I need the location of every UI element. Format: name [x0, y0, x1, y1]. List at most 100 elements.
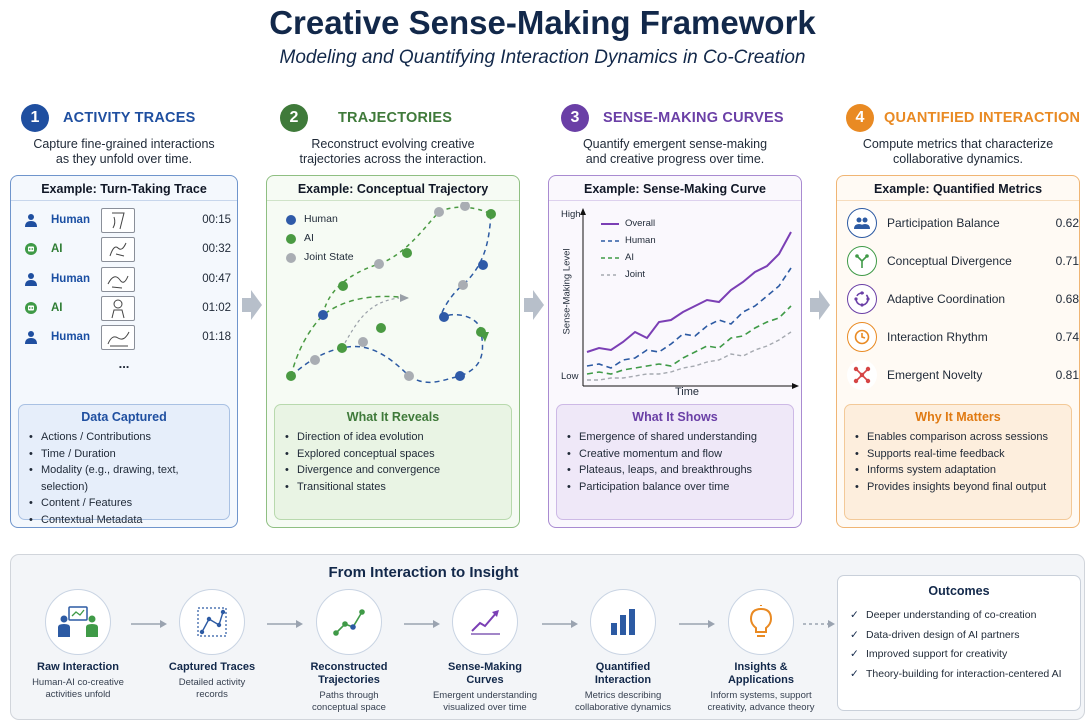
trajectory-nodes — [286, 202, 496, 381]
what-it-shows-list: Emergence of shared understanding Creati… — [567, 429, 783, 495]
flow-step-insights: Insights &Applications Inform systems, s… — [701, 589, 821, 714]
step-4-desc-line: Compute metrics that characterize — [862, 137, 1054, 151]
metric-row: Emergent Novelty 0.81 — [847, 360, 1079, 390]
trajectory-path-main — [290, 213, 492, 384]
panel-1-divider — [11, 200, 237, 201]
arrow-right-icon — [679, 620, 715, 628]
person-icon — [23, 213, 39, 227]
what-it-reveals-list: Direction of idea evolution Explored con… — [285, 429, 501, 495]
arrow-right-icon — [267, 620, 303, 628]
step-2-name: TRAJECTORIES — [338, 110, 453, 126]
step-3-description: Quantify emergent sense-making and creat… — [548, 137, 802, 167]
people-icon — [847, 208, 877, 238]
clock-icon — [847, 322, 877, 352]
metric-row: Adaptive Coordination 0.68 — [847, 284, 1079, 314]
y-axis-high-label: High — [561, 209, 581, 220]
y-axis-label: Sense-Making Level — [561, 248, 573, 335]
y-axis-arrow — [580, 208, 586, 215]
insight-flow-title: From Interaction to Insight — [328, 564, 519, 581]
panel-2-divider — [267, 200, 519, 201]
series-overall — [586, 231, 792, 353]
list-item: Direction of idea evolution — [285, 429, 501, 446]
legend-label-human: Human — [304, 213, 338, 225]
sense-making-curve-chart — [580, 208, 799, 389]
list-item: Supports real-time feedback — [855, 446, 1061, 463]
flow-desc-line: visualized over time — [443, 702, 527, 713]
step-2-desc-line: Reconstruct evolving creative — [311, 137, 475, 151]
person-icon — [23, 272, 39, 286]
series-joint — [587, 331, 792, 381]
metric-value: 0.71 — [1055, 254, 1079, 268]
panel-4-title: Example: Quantified Metrics — [873, 182, 1043, 196]
trace-row: Human 01:18 — [23, 324, 231, 350]
step-3-name: SENSE-MAKING CURVES — [603, 110, 784, 126]
trace-row: AI 01:02 — [23, 295, 231, 321]
legend-label-ai: AI — [304, 232, 314, 244]
legend-label-ai: AI — [625, 252, 634, 263]
step-4-number: 4 — [846, 104, 874, 132]
list-item: Enables comparison across sessions — [855, 429, 1061, 446]
outcome-item: Data-driven design of AI partners — [850, 626, 1068, 646]
trace-actor: Human — [51, 273, 90, 285]
trend-icon — [452, 589, 518, 655]
panel-trajectories: Example: Conceptual Trajectory — [266, 175, 520, 528]
step-3-desc-line: Quantify emergent sense-making — [582, 137, 768, 151]
flow-desc-line: Paths through — [319, 690, 379, 701]
sketch-thumbnail — [101, 324, 135, 350]
legend-joint-marker — [286, 253, 296, 263]
metric-value: 0.68 — [1055, 292, 1079, 306]
flow-name-line: Insights & — [734, 661, 788, 673]
y-axis-low-label: Low — [561, 371, 579, 382]
step-4-header: 4 QUANTIFIED INTERACTION — [846, 104, 1080, 132]
sketch-thumbnail — [101, 295, 135, 321]
flow-name-line: Sense-Making — [448, 661, 522, 673]
flow-desc-line: creativity, advance theory — [707, 702, 815, 713]
sketch-thumbnail — [101, 236, 135, 262]
trajectory-legend — [286, 215, 296, 263]
x-axis-arrow — [792, 383, 799, 389]
step-4-name: QUANTIFIED INTERACTION — [884, 110, 1081, 126]
flow-name-line: Reconstructed — [310, 661, 388, 673]
flow-step-name: Insights &Applications — [701, 661, 821, 687]
flow-arrow-icon — [242, 290, 262, 320]
metric-value: 0.74 — [1055, 330, 1079, 344]
flow-arrow-icon — [524, 290, 544, 320]
flow-name-line: Curves — [466, 674, 504, 686]
data-captured-box: Data Captured Actions / Contributions Ti… — [18, 404, 230, 528]
sketch-thumbnail — [101, 207, 135, 233]
flow-desc-line: conceptual space — [312, 702, 386, 713]
trace-time: 00:32 — [202, 243, 231, 255]
inner-title: Why It Matters — [915, 410, 1001, 424]
outcomes-box: Outcomes Deeper understanding of co-crea… — [837, 575, 1081, 711]
step-3-desc-line: and creative progress over time. — [585, 152, 765, 166]
step-4-desc-line: collaborative dynamics. — [893, 152, 1023, 166]
panel-activity-traces: Example: Turn-Taking Trace Human 00:15 A… — [10, 175, 238, 528]
why-it-matters-list: Enables comparison across sessions Suppo… — [855, 429, 1061, 495]
flow-arrow-icon — [810, 290, 830, 320]
step-2-header: 2 TRAJECTORIES — [280, 104, 452, 132]
flow-name-line: Applications — [727, 674, 794, 686]
trace-actor: AI — [51, 243, 63, 255]
metric-row: Participation Balance 0.62 — [847, 208, 1079, 238]
list-item: Informs system adaptation — [855, 462, 1061, 479]
trace-time: 00:47 — [202, 273, 231, 285]
arrow-right-icon — [803, 620, 835, 628]
list-item: Explored conceptual spaces — [285, 446, 501, 463]
panel-sense-making-curves: Example: Sense-Making Curve High Low Sen… — [548, 175, 802, 528]
trace-grid-icon — [179, 589, 245, 655]
metric-row: Interaction Rhythm 0.74 — [847, 322, 1079, 352]
panel-3-title: Example: Sense-Making Curve — [583, 182, 766, 196]
trace-row: Human 00:15 — [23, 207, 231, 233]
panel-4-divider — [837, 200, 1079, 201]
metric-row: Conceptual Divergence 0.71 — [847, 246, 1079, 276]
flow-name-line: Quantified — [595, 661, 651, 673]
